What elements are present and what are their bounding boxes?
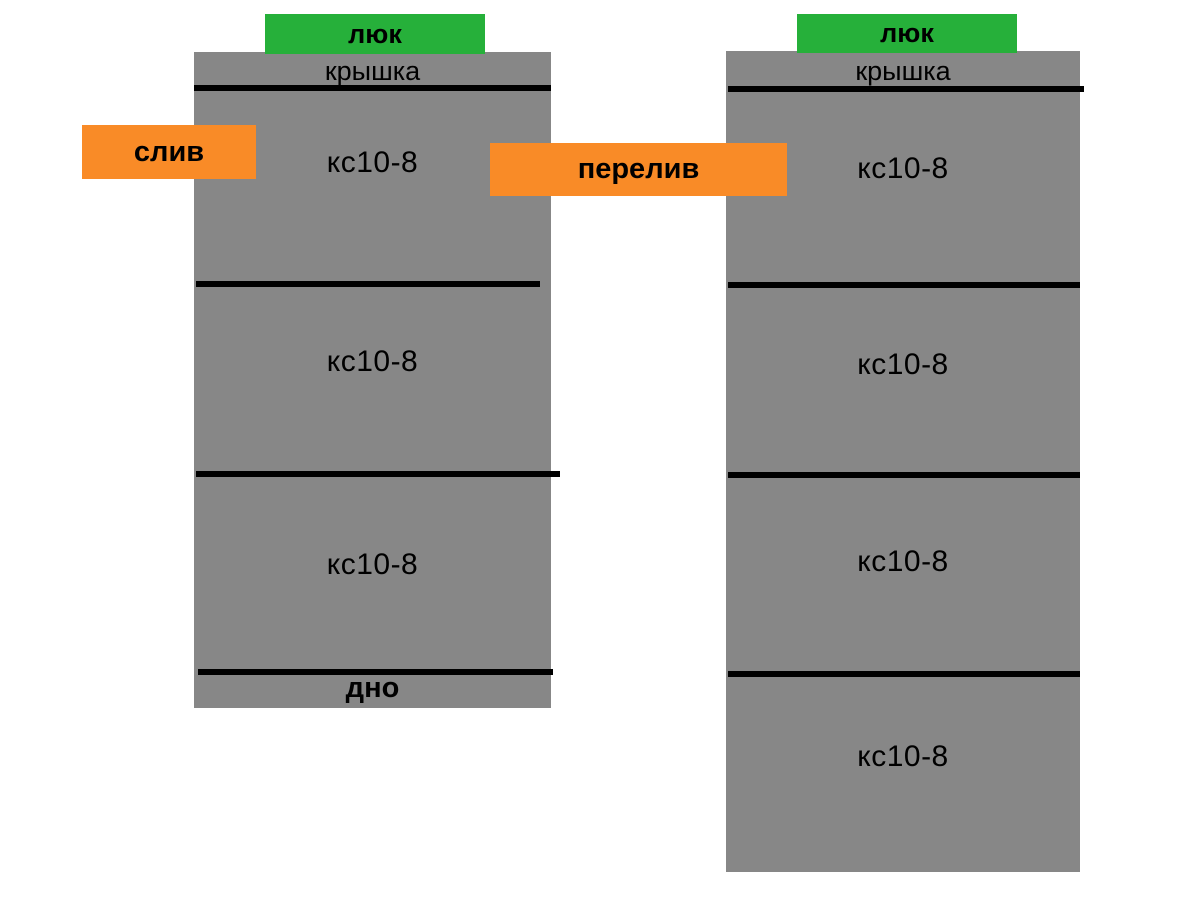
right-tank-ring-label-3: кс10-8	[857, 545, 949, 578]
drain-pipe-label: слив	[133, 135, 205, 168]
right-tank-ring-separator-2	[728, 472, 1080, 478]
right-tank-hatch[interactable]: люк	[797, 14, 1017, 53]
left-tank-bottom-label: дно	[345, 672, 400, 704]
left-tank-ring-label-2: кс10-8	[326, 345, 419, 378]
left-tank-cover-separator	[194, 85, 551, 91]
right-tank-ring-label-2: кс10-8	[857, 348, 949, 381]
right-tank-ring-separator-3	[728, 671, 1080, 677]
overflow-pipe-label: перелив	[577, 153, 700, 185]
left-tank-ring-label-1: кс10-8	[326, 146, 419, 179]
left-tank-ring-separator-2	[196, 471, 560, 477]
right-tank-ring-separator-1	[728, 282, 1080, 288]
drain-pipe[interactable]: слив	[82, 125, 256, 179]
left-tank-hatch[interactable]: люк	[265, 14, 485, 54]
right-tank-cover-label: крышка	[855, 56, 951, 86]
left-tank-hatch-label: люк	[348, 18, 402, 49]
left-tank-ring-separator-1	[196, 281, 540, 287]
right-tank-ring-label-1: кс10-8	[857, 152, 949, 185]
right-tank-hatch-label: люк	[880, 18, 934, 48]
left-tank-cover-label: крышка	[324, 56, 421, 86]
left-tank-ring-label-3: кс10-8	[326, 548, 419, 581]
right-tank-cover-separator	[728, 86, 1084, 92]
left-tank-bottom-separator	[198, 669, 553, 675]
right-tank-ring-label-4: кс10-8	[857, 740, 949, 773]
overflow-pipe[interactable]: перелив	[490, 143, 787, 196]
